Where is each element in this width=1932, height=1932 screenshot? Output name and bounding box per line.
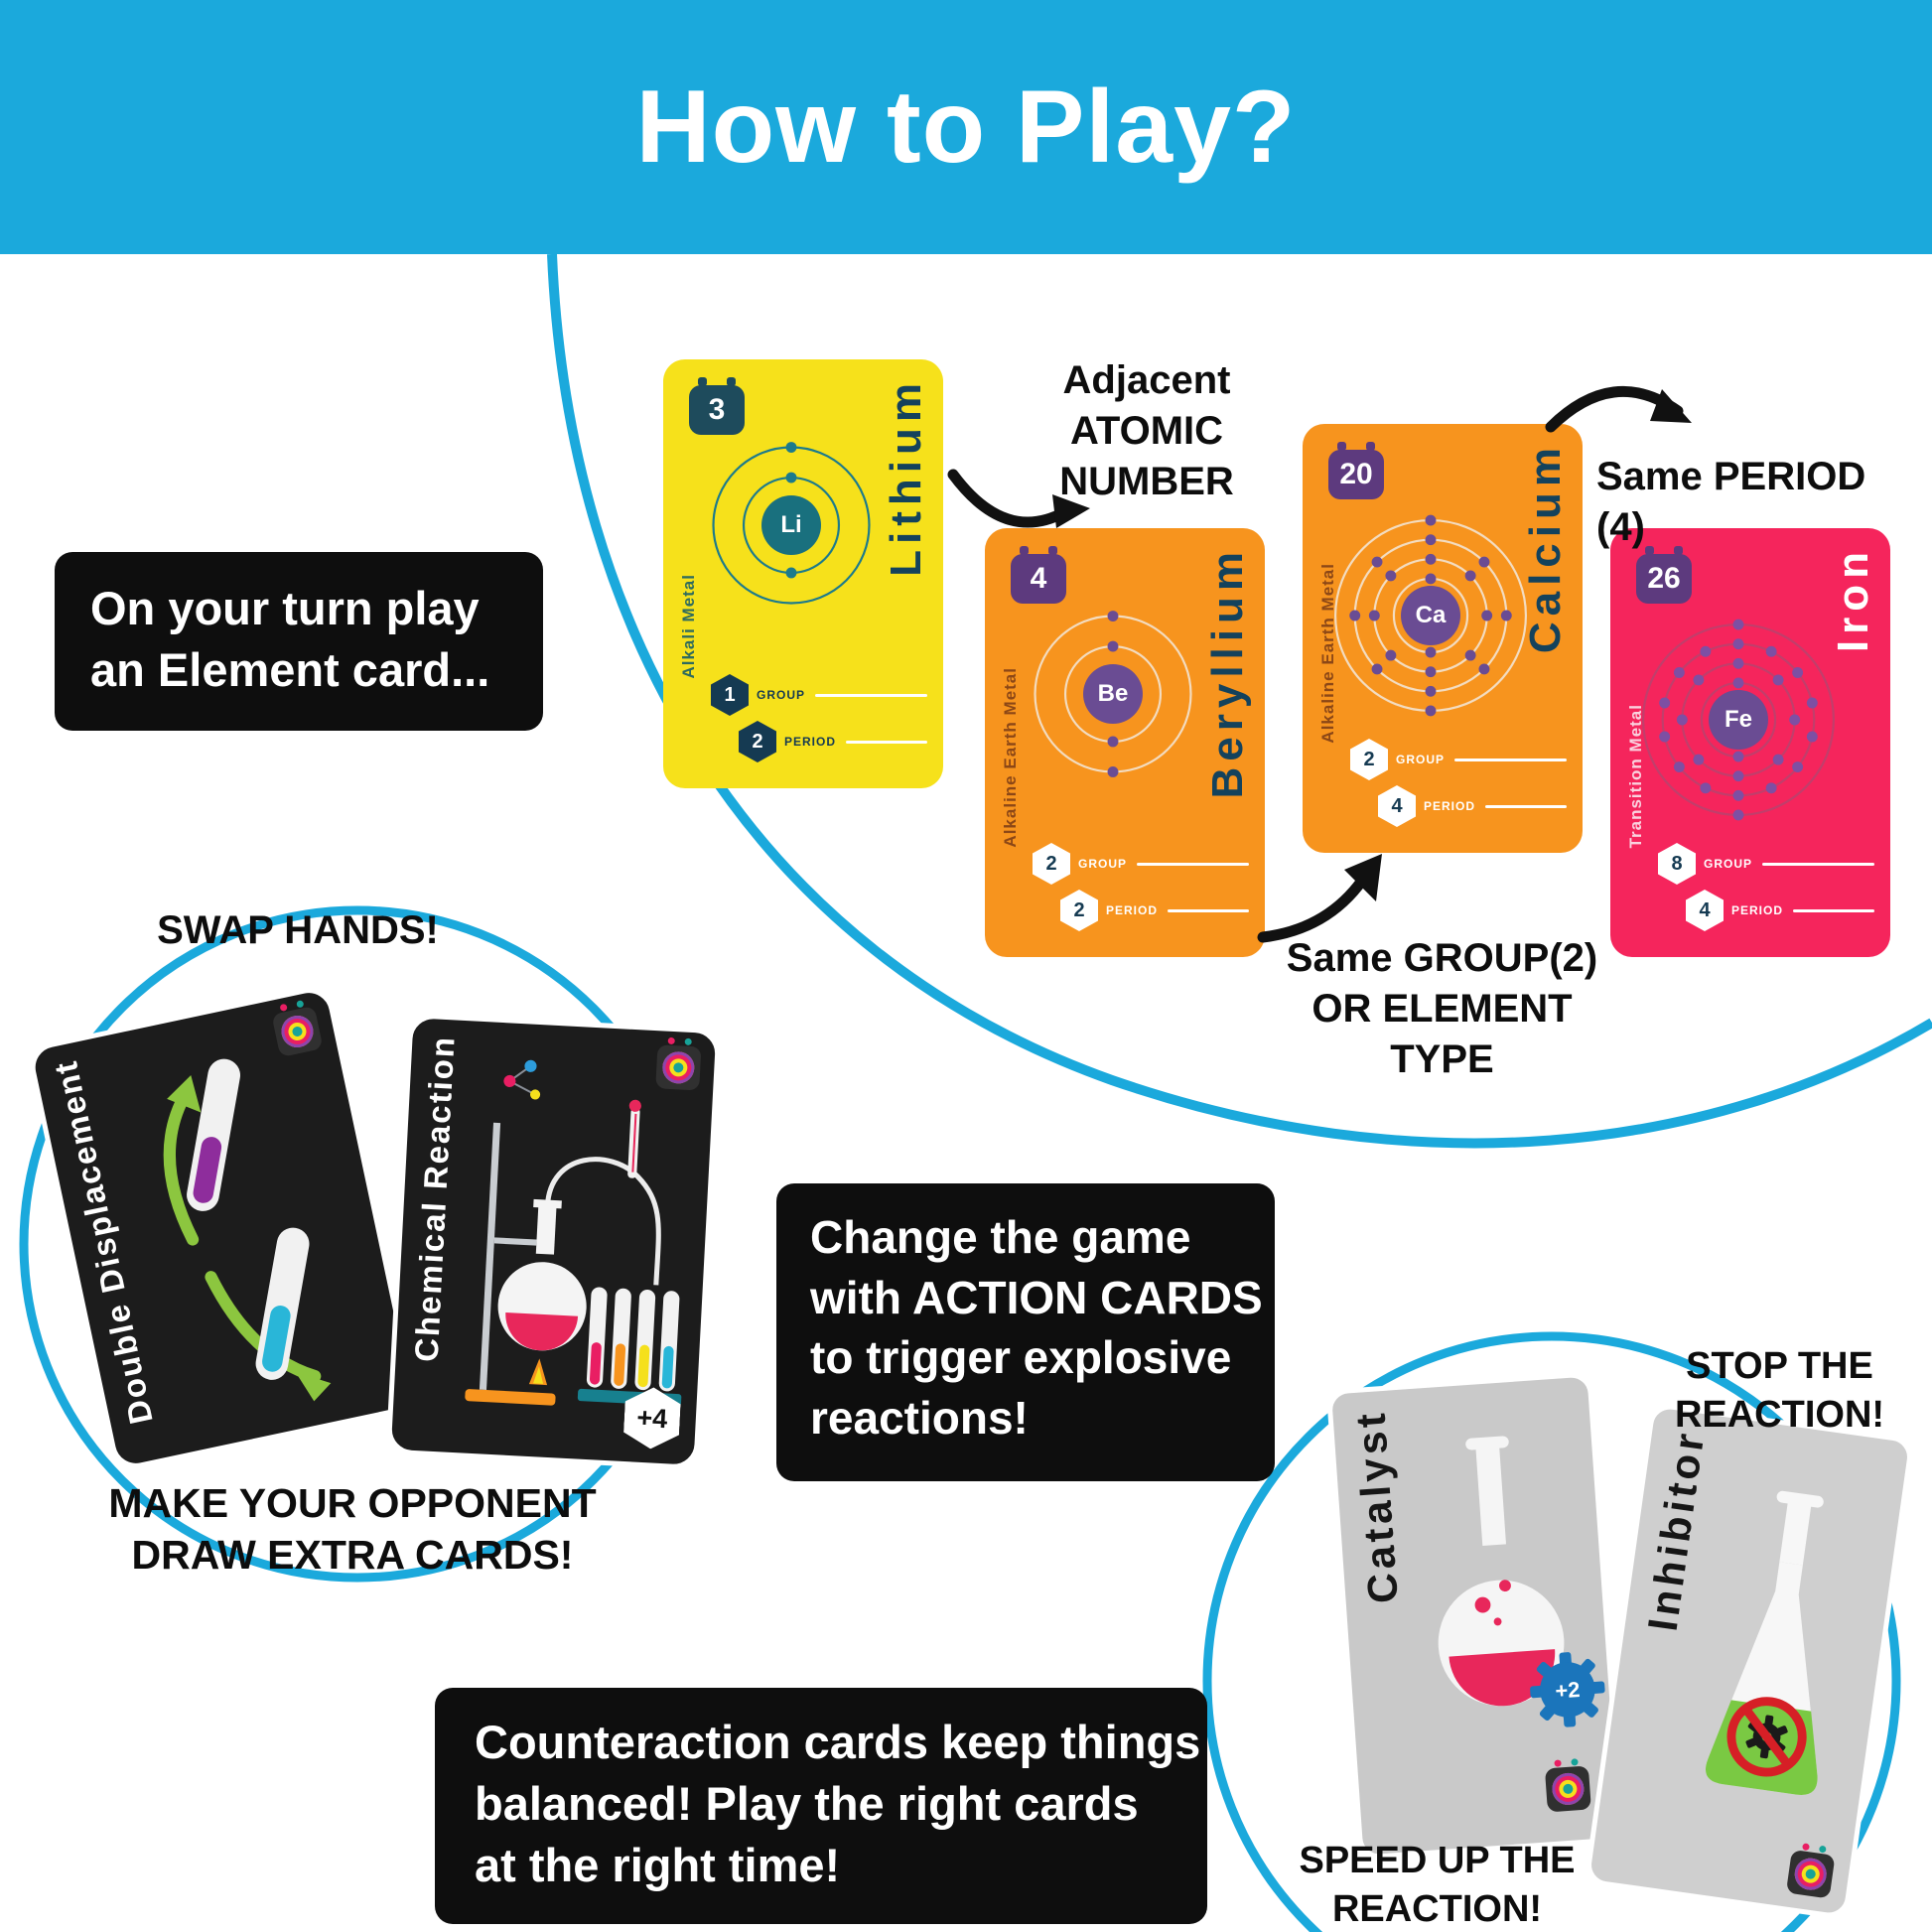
electron-diagram: Ca [1322,507,1539,724]
group-label: GROUP [1704,857,1753,871]
label-line: Same GROUP(2) [1286,936,1598,980]
adjacent-atomic-number-label: Adjacent ATOMIC NUMBER [998,355,1296,508]
group-label: GROUP [1396,753,1446,766]
atomic-number-badge: 20 [1328,442,1384,499]
electron-diagram: Fe [1630,612,1847,828]
group-label: GROUP [1078,857,1128,871]
element-symbol: Li [761,495,821,555]
element-type: Alkaline Earth Metal [1318,563,1337,744]
element-card-beryllium: 4 Beryllium Be Alkaline Earth Metal 2 GR… [985,528,1265,957]
group-period-rows: 2 GROUP 2 PERIOD [1033,838,1249,931]
period-number-hexagon: 4 [1378,785,1416,827]
group-period-rows: 1 GROUP 2 PERIOD [711,669,927,762]
group-label: GROUP [757,688,806,702]
action-note-box: Change the game with ACTION CARDS to tri… [776,1183,1275,1481]
counter-note-box: Counteraction cards keep things balanced… [435,1688,1207,1924]
action-card-double-displacement: Double Displacement [25,983,420,1473]
swap-hands-label: SWAP HANDS! [157,908,439,952]
group-row: 8 GROUP [1658,843,1874,885]
note-line: balanced! Play the right cards [475,1777,1139,1831]
period-label: PERIOD [784,735,837,749]
divider-line [846,740,927,744]
note-line: Change the game [810,1211,1191,1263]
header: How to Play? [0,0,1932,254]
element-symbol: Be [1083,664,1143,724]
period-row: 2 PERIOD [1060,890,1249,931]
element-type: Transition Metal [1626,703,1645,848]
period-row: 2 PERIOD [739,721,927,762]
same-period-label: Same PERIOD (4) [1596,455,1866,550]
note-line: at the right time! [475,1839,841,1892]
group-period-rows: 2 GROUP 4 PERIOD [1350,734,1567,827]
group-row: 2 GROUP [1350,739,1567,780]
label-line: Adjacent [1062,358,1231,402]
note-line: reactions! [810,1392,1029,1445]
electron-diagram: Be [1005,586,1221,802]
label-line: OR ELEMENT TYPE [1311,987,1573,1082]
counter-card-catalyst: Catalyst +2 [1325,1371,1625,1861]
period-row: 4 PERIOD [1686,890,1874,931]
action-card-chemical-reaction: Chemical Reaction [385,1013,722,1470]
period-label: PERIOD [1424,799,1476,813]
element-card-iron: 26 Iron Fe Transition Metal 8 GROUP 4 PE… [1610,528,1890,957]
group-number-hexagon: 2 [1350,739,1388,780]
speed-up-badge: +2 [1555,1677,1582,1704]
divider-line [1454,758,1567,761]
element-card-lithium: 3 Lithium Li Alkali Metal 1 GROUP 2 PERI… [663,359,943,788]
label-line: DRAW EXTRA CARDS! [131,1532,574,1579]
robot-icon [1785,1849,1836,1899]
period-number-hexagon: 4 [1686,890,1724,931]
same-group-arrow [1257,872,1370,943]
atomic-number-badge: 26 [1636,546,1692,604]
period-number-hexagon: 2 [1060,890,1098,931]
label-line: SPEED UP THE [1299,1840,1576,1881]
element-type: Alkali Metal [679,574,698,679]
label-line: REACTION! [1331,1887,1543,1930]
same-group-label: Same GROUP(2) OR ELEMENT TYPE [1276,933,1608,1086]
divider-line [1168,908,1249,912]
page-title: How to Play? [635,69,1297,185]
action-card-title: Chemical Reaction [407,1034,462,1363]
period-label: PERIOD [1106,903,1159,917]
divider-line [1793,908,1874,912]
period-number-hexagon: 2 [739,721,776,762]
label-line: MAKE YOUR OPPONENT [108,1480,597,1526]
draw-extra-cards-label: MAKE YOUR OPPONENT DRAW EXTRA CARDS! [104,1477,601,1582]
group-number-hexagon: 1 [711,674,749,716]
lab-apparatus-illustration [465,1059,682,1407]
element-symbol: Fe [1709,690,1768,750]
group-period-rows: 8 GROUP 4 PERIOD [1658,838,1874,931]
note-line: On your turn play [90,582,480,634]
label-line: REACTION! [1674,1393,1885,1436]
label-line: ATOMIC NUMBER [1059,409,1234,504]
stop-reaction-label: STOP THE REACTION! [1638,1342,1921,1439]
counter-card-inhibitor: Inhibitor [1584,1401,1915,1921]
element-symbol: Ca [1401,586,1460,645]
divider-line [1137,862,1249,866]
group-number-hexagon: 2 [1033,843,1070,885]
period-row: 4 PERIOD [1378,785,1567,827]
robot-icon [1544,1765,1591,1813]
speed-up-reaction-label: SPEED UP THE REACTION! [1286,1837,1588,1932]
element-note-box: On your turn play an Element card... [55,552,543,731]
electron-diagram: Li [683,417,899,633]
note-line: an Element card... [90,643,490,697]
element-type: Alkaline Earth Metal [1001,667,1020,848]
element-card-calcium: 20 Calcium Ca Alkaline Earth Metal 2 GRO… [1303,424,1583,853]
group-row: 1 GROUP [711,674,927,716]
divider-line [1762,862,1874,866]
note-line: Counteraction cards keep things [475,1716,1201,1768]
group-number-hexagon: 8 [1658,843,1696,885]
divider-line [815,693,927,697]
note-line: to trigger explosive [810,1331,1232,1384]
group-row: 2 GROUP [1033,843,1249,885]
divider-line [1485,804,1567,808]
period-label: PERIOD [1731,903,1784,917]
same-period-arrow [1545,386,1684,433]
note-line: with ACTION CARDS [810,1271,1263,1323]
label-line: STOP THE [1686,1345,1873,1387]
